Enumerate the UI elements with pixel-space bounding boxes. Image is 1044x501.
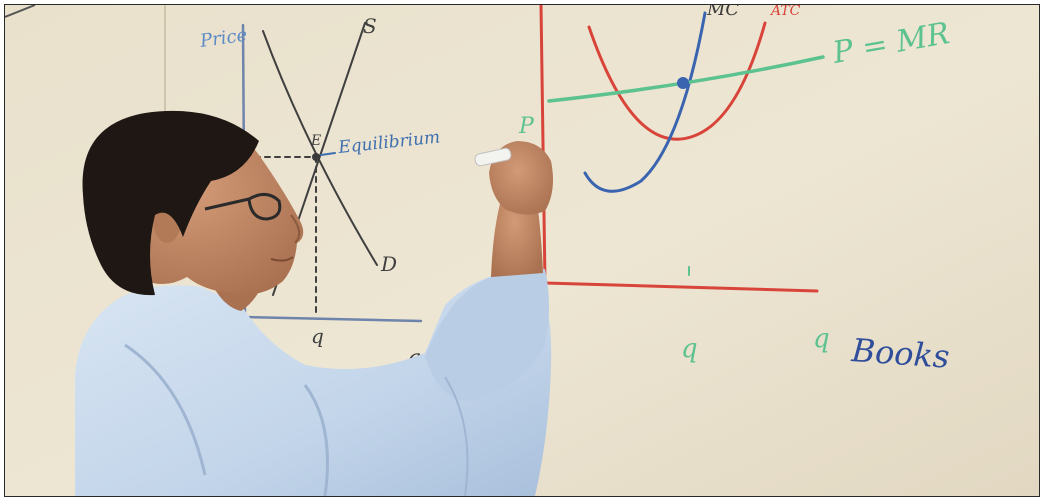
equilibrium-point: [312, 153, 320, 161]
mc-label: MC: [706, 5, 739, 20]
price-mr-line: [547, 55, 825, 103]
supply-label: S: [363, 14, 377, 38]
books-label: Books: [849, 331, 950, 376]
demand-curve: [262, 30, 378, 266]
right-qty-tick: q: [681, 334, 698, 364]
glasses-icon: [204, 193, 282, 221]
raised-sleeve: [425, 268, 549, 402]
right-y-axis: [539, 5, 547, 285]
right-x-axis: [543, 281, 819, 293]
hair: [82, 110, 259, 296]
whiteboard-photo: Price S D E Equilibrium q q MC ATC P = M…: [5, 5, 1039, 496]
profit-max-point: [677, 77, 689, 89]
eq-point-label: E: [310, 133, 321, 149]
price-tick: P: [518, 114, 535, 139]
left-x-axis: [243, 315, 423, 323]
mc-curve: [583, 11, 707, 193]
marker: [474, 147, 512, 167]
left-qty-tick: q: [311, 324, 324, 348]
instructor: [75, 110, 553, 496]
atc-curve: [587, 21, 767, 141]
demand-label: D: [380, 252, 397, 276]
cost-curves-graph: [539, 5, 825, 293]
atc-label: ATC: [769, 5, 801, 19]
right-x-axis-tick: q: [813, 324, 830, 354]
photo-frame: Price S D E Equilibrium q q MC ATC P = M…: [4, 4, 1040, 497]
